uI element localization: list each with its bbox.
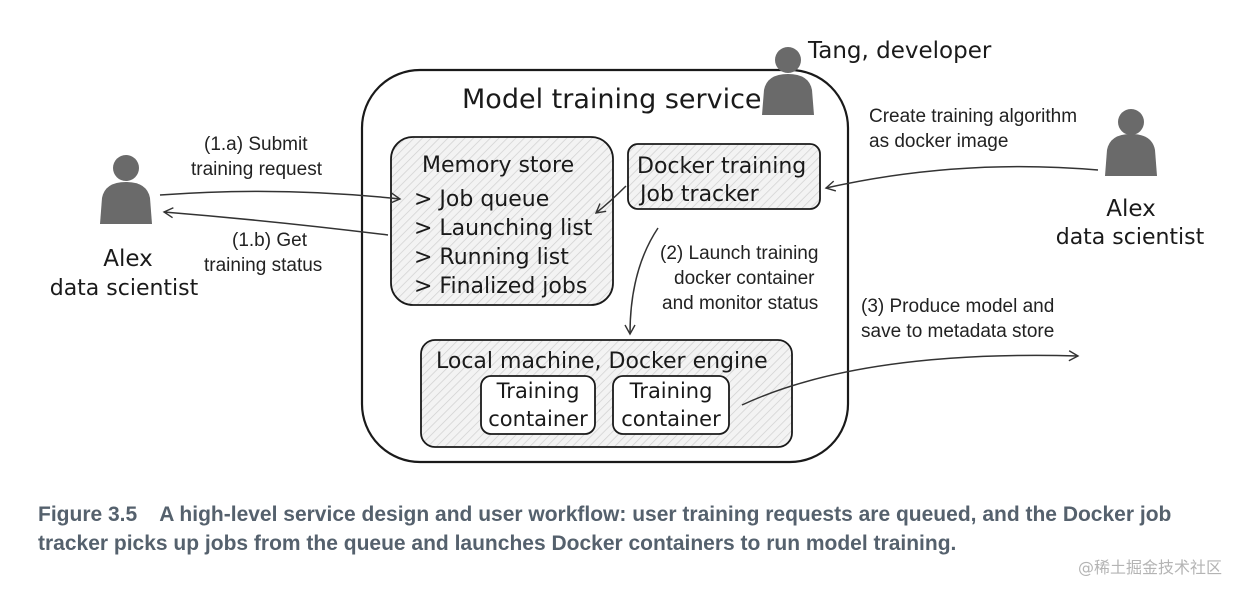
service-title: Model training service — [462, 84, 762, 115]
memory-store-item: > Running list — [414, 245, 569, 270]
training-container-line1: Training — [496, 379, 580, 403]
job-tracker-line1: Docker training — [637, 154, 806, 179]
watermark: @稀土掘金技术社区 — [1077, 558, 1222, 577]
training-container-line1: Training — [629, 379, 713, 403]
training-container-line2: container — [621, 407, 721, 431]
produce-label-line1: (3) Produce model and — [861, 296, 1054, 317]
right-user-name: Alex — [1106, 196, 1155, 222]
developer-label: Tang, developer — [807, 38, 992, 64]
left-user-role: data scientist — [50, 276, 199, 301]
submit-label-line1: (1.a) Submit — [204, 134, 308, 155]
launch-label-line1: (2) Launch training — [660, 243, 818, 264]
memory-store-title: Memory store — [422, 153, 574, 178]
figure-number: Figure 3.5 — [38, 503, 138, 526]
submit-request-arrow — [159, 190, 402, 204]
tracker-to-store-arrow — [594, 185, 627, 214]
training-container-box — [480, 375, 596, 435]
produce-model-arrow — [741, 350, 1080, 406]
submit-label-line2: training request — [191, 159, 323, 180]
memory-store-item: > Finalized jobs — [414, 274, 587, 299]
get-status-arrow — [162, 207, 389, 236]
training-container-box — [612, 375, 730, 435]
training-container-line2: container — [488, 407, 588, 431]
developer-person-icon — [762, 47, 814, 115]
right-user-person-icon — [1105, 109, 1157, 176]
status-label-line1: (1.b) Get — [232, 230, 308, 251]
memory-store-item: > Launching list — [414, 216, 593, 241]
docker-engine-title: Local machine, Docker engine — [436, 349, 768, 374]
job-tracker-line2: Job tracker — [638, 182, 760, 207]
memory-store-box — [390, 136, 614, 306]
left-user-name: Alex — [103, 246, 152, 272]
create-label-line2: as docker image — [869, 131, 1008, 152]
job-tracker-box — [627, 143, 821, 210]
status-label-line2: training status — [204, 255, 322, 276]
create-algorithm-arrow — [824, 165, 1099, 192]
figure-caption-text: A high-level service design and user wor… — [38, 503, 1172, 555]
right-user-role: data scientist — [1056, 225, 1205, 250]
launch-label-line2: docker container — [674, 268, 815, 289]
launch-label-line3: and monitor status — [662, 293, 818, 314]
launch-container-arrow — [624, 227, 659, 336]
service-boundary — [360, 68, 850, 464]
left-user-person-icon — [100, 155, 152, 224]
memory-store-item: > Job queue — [414, 187, 549, 212]
produce-label-line2: save to metadata store — [861, 321, 1054, 342]
create-label-line1: Create training algorithm — [869, 106, 1077, 127]
